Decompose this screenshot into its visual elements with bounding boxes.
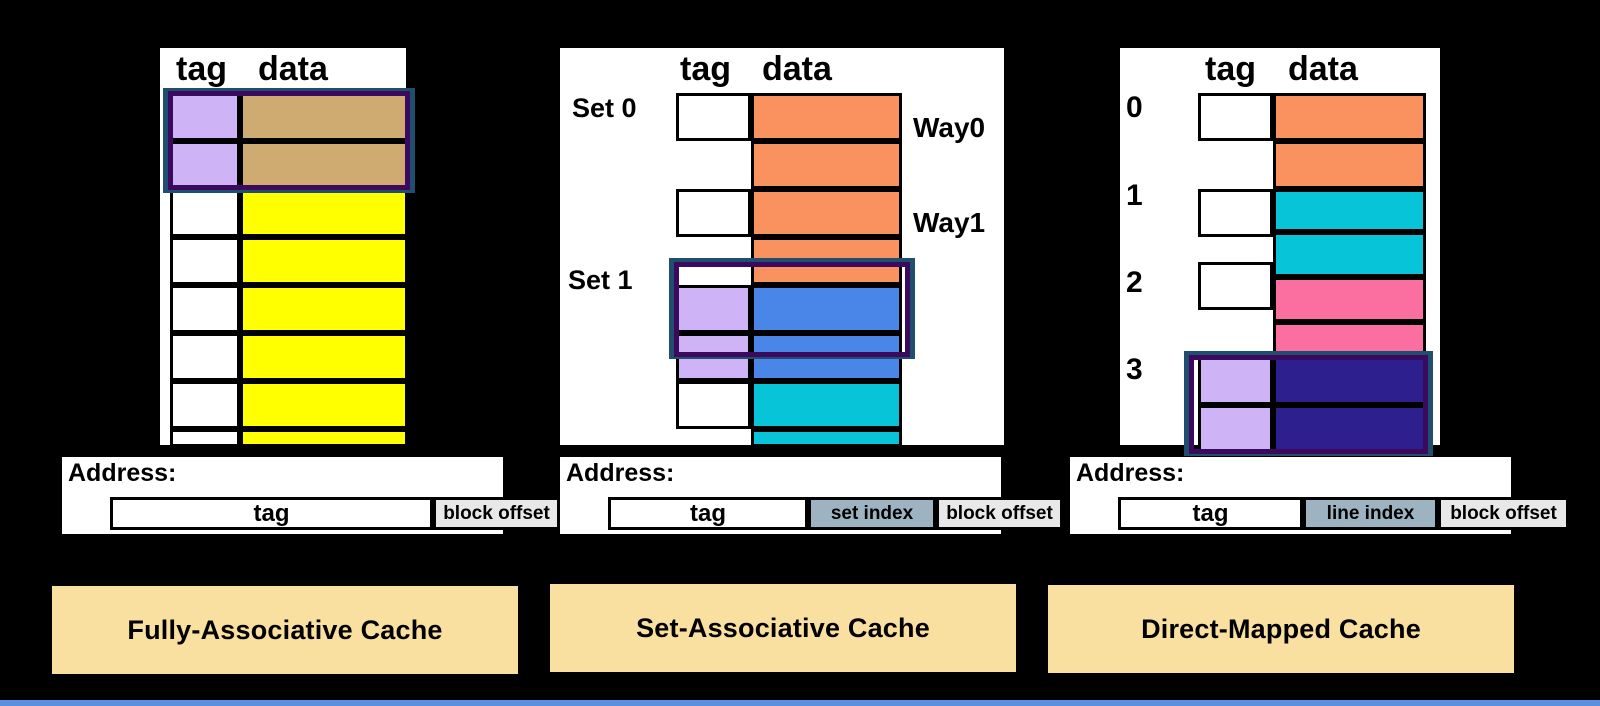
data-cell[interactable] [751,189,902,237]
tag-cell[interactable] [1198,405,1273,453]
caption-fully-associative: Fully-Associative Cache [52,586,518,674]
data-cell[interactable] [240,93,408,141]
tag-cell[interactable] [170,93,240,141]
data-cell[interactable] [751,333,902,381]
data-cell[interactable] [751,429,902,447]
tag-cell[interactable] [676,381,751,429]
data-cell[interactable] [1273,93,1426,141]
address-panel-fully-associative: Address: tag block offset [62,457,560,534]
address-field-tag[interactable]: tag [110,497,433,530]
data-cell[interactable] [751,141,902,189]
row-label-line-3: 3 [1126,353,1143,386]
tag-cell[interactable] [170,237,240,285]
data-cell[interactable] [240,381,408,429]
data-cell[interactable] [1273,357,1426,405]
tag-cell[interactable] [1198,93,1273,141]
tag-cell[interactable] [676,93,751,141]
column-header-data: data [762,50,832,88]
tag-cell[interactable] [676,285,751,333]
data-cell[interactable] [751,285,902,333]
way-label-way0: Way0 [913,112,986,143]
address-field-tag[interactable]: tag [608,497,808,530]
column-header-tag: tag [680,50,731,88]
data-cell[interactable] [1273,189,1426,232]
address-panel-direct-mapped: Address: tag line index block offset [1070,457,1569,534]
data-cell[interactable] [1273,405,1426,453]
tag-cell[interactable] [170,381,240,429]
tag-cell[interactable] [1198,189,1273,237]
column-header-data: data [258,50,328,88]
tag-cell[interactable] [1198,357,1273,405]
address-field-set-index[interactable]: set index [808,497,936,530]
data-cell[interactable] [1273,277,1426,322]
row-label-line-1: 1 [1126,179,1143,212]
row-label-set-0: Set 0 [572,93,637,123]
data-cell[interactable] [240,285,408,333]
tag-cell[interactable] [170,285,240,333]
address-panel-set-associative: Address: tag set index block offset [560,457,1063,534]
tag-cell[interactable] [1198,262,1273,310]
data-cell[interactable] [240,333,408,381]
address-field-line-index[interactable]: line index [1303,497,1438,530]
data-cell[interactable] [240,141,408,189]
row-label-line-0: 0 [1126,91,1143,124]
address-field-block-offset[interactable]: block offset [1438,497,1569,530]
data-cell[interactable] [751,237,902,285]
tag-cell[interactable] [170,429,240,447]
address-label: Address: [1076,459,1185,487]
way-label-way1: Way1 [913,207,986,238]
tag-cell[interactable] [170,333,240,381]
caption-direct-mapped: Direct-Mapped Cache [1048,585,1514,673]
data-cell[interactable] [240,189,408,237]
bottom-accent-line [0,700,1600,706]
caption-set-associative: Set-Associative Cache [550,584,1016,672]
tag-cell[interactable] [676,189,751,237]
row-label-line-2: 2 [1126,266,1143,299]
tag-cell[interactable] [170,189,240,237]
column-header-tag: tag [1205,50,1256,88]
column-header-tag: tag [176,50,227,88]
data-cell[interactable] [1273,141,1426,189]
column-header-data: data [1288,50,1358,88]
data-cell[interactable] [240,429,408,447]
row-label-set-1: Set 1 [568,265,633,295]
data-cell[interactable] [240,237,408,285]
address-field-block-offset[interactable]: block offset [433,497,560,530]
address-field-tag[interactable]: tag [1118,497,1303,530]
tag-cell[interactable] [676,333,751,381]
data-cell[interactable] [751,381,902,429]
data-cell[interactable] [751,93,902,141]
address-label: Address: [566,459,675,487]
tag-cell[interactable] [170,141,240,189]
data-cell[interactable] [1273,232,1426,277]
address-label: Address: [68,459,177,487]
address-field-block-offset[interactable]: block offset [936,497,1063,530]
